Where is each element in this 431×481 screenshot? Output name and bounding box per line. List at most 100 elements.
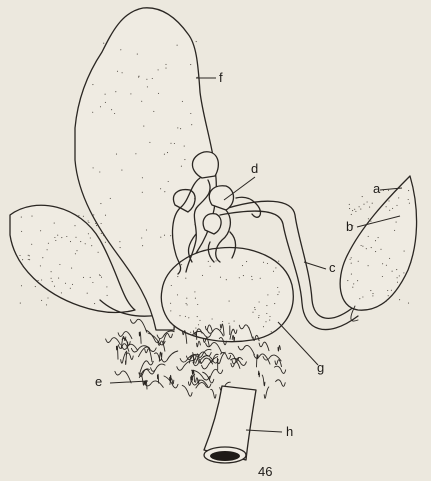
stipple-dot — [352, 210, 353, 211]
stipple-dot — [181, 264, 182, 265]
stipple-dot — [367, 201, 368, 202]
stipple-dot — [92, 84, 93, 85]
stipple-dot — [179, 315, 180, 316]
stipple-dot — [372, 203, 373, 204]
stipple-dot — [368, 218, 369, 219]
stipple-dot — [391, 290, 392, 291]
stipple-dot — [172, 324, 173, 325]
stipple-dot — [141, 101, 142, 102]
stipple-dot — [273, 271, 274, 272]
stipple-dot — [91, 245, 92, 246]
stipple-dot — [223, 327, 224, 328]
stipple-dot — [194, 291, 195, 292]
filament — [115, 371, 131, 383]
filament — [217, 352, 225, 364]
stipple-dot — [228, 323, 229, 324]
stipple-dot — [107, 295, 108, 296]
stipple-dot — [76, 250, 77, 251]
stipple-dot — [258, 315, 259, 316]
stipple-dot — [386, 301, 387, 302]
stipple-dot — [397, 277, 398, 278]
stipple-dot — [266, 305, 267, 306]
stipple-dot — [265, 321, 266, 322]
stipple-dot — [409, 203, 410, 204]
stipple-dot — [90, 237, 91, 238]
stipple-dot — [177, 276, 178, 277]
stipple-dot — [137, 54, 138, 55]
label-a: a — [373, 181, 381, 196]
rounded-sac — [161, 248, 293, 342]
stipple-dot — [158, 69, 159, 70]
stipple-dot — [181, 261, 182, 262]
stipple-dot — [177, 127, 178, 128]
stipple-dot — [252, 279, 253, 280]
stipple-dot — [210, 266, 211, 267]
filament — [262, 375, 265, 386]
stipple-dot — [46, 304, 47, 305]
filament — [257, 355, 259, 367]
stipple-dot — [249, 328, 250, 329]
filament — [196, 332, 197, 339]
stipple-dot — [116, 154, 117, 155]
filament — [116, 346, 118, 359]
stipple-dot — [269, 316, 270, 317]
stipple-dot — [347, 280, 348, 281]
stipple-dot — [143, 126, 144, 127]
stipple-dot — [408, 303, 409, 304]
stipple-dot — [277, 294, 278, 295]
stipple-dot — [378, 237, 379, 238]
filament — [126, 353, 133, 360]
stipple-dot — [115, 91, 116, 92]
stipple-dot — [263, 262, 264, 263]
stipple-dot — [38, 280, 39, 281]
stipple-dot — [51, 278, 52, 279]
stipple-dot — [70, 288, 71, 289]
stipple-dot — [382, 276, 383, 277]
stipple-dot — [111, 109, 112, 110]
stipple-dot — [197, 316, 198, 317]
label-b: b — [346, 219, 353, 234]
filament — [238, 345, 254, 354]
stipple-dot — [110, 198, 111, 199]
stipple-dot — [31, 216, 32, 217]
stipple-dot — [388, 190, 389, 191]
stipple-dot — [119, 241, 120, 242]
stipple-dot — [103, 235, 104, 236]
stipple-dot — [258, 317, 259, 318]
stipple-dot — [279, 291, 280, 292]
stipple-dot — [121, 170, 122, 171]
stipple-dot — [61, 292, 62, 293]
stipple-dot — [87, 293, 88, 294]
stipple-dot — [389, 210, 390, 211]
label-h: h — [286, 424, 293, 439]
stipple-dot — [362, 196, 363, 197]
filament — [151, 364, 165, 371]
stipple-dot — [48, 243, 49, 244]
stipple-dot — [22, 265, 23, 266]
stipple-dot — [351, 263, 352, 264]
stipple-dot — [375, 251, 376, 252]
stipple-dot — [354, 209, 355, 210]
stipple-dot — [388, 295, 389, 296]
stipple-dot — [195, 328, 196, 329]
stipple-dot — [106, 286, 107, 287]
stipple-dot — [271, 331, 272, 332]
stipple-dot — [99, 274, 100, 275]
stipple-dot — [392, 271, 393, 272]
stipple-dot — [396, 205, 397, 206]
stipple-dot — [212, 318, 213, 319]
stipple-dot — [199, 320, 200, 321]
label-g: g — [317, 360, 324, 375]
stipple-dot — [105, 94, 106, 95]
stipple-dot — [215, 260, 216, 261]
stipple-dot — [153, 111, 154, 112]
stipple-dot — [66, 236, 67, 237]
stipple-dot — [65, 283, 66, 284]
filament — [206, 343, 222, 354]
stipple-dot — [101, 223, 102, 224]
stipple-dot — [75, 237, 76, 238]
stipple-dot — [117, 71, 118, 72]
stipple-dot — [101, 277, 102, 278]
filament — [126, 352, 127, 364]
stipple-dot — [232, 330, 233, 331]
